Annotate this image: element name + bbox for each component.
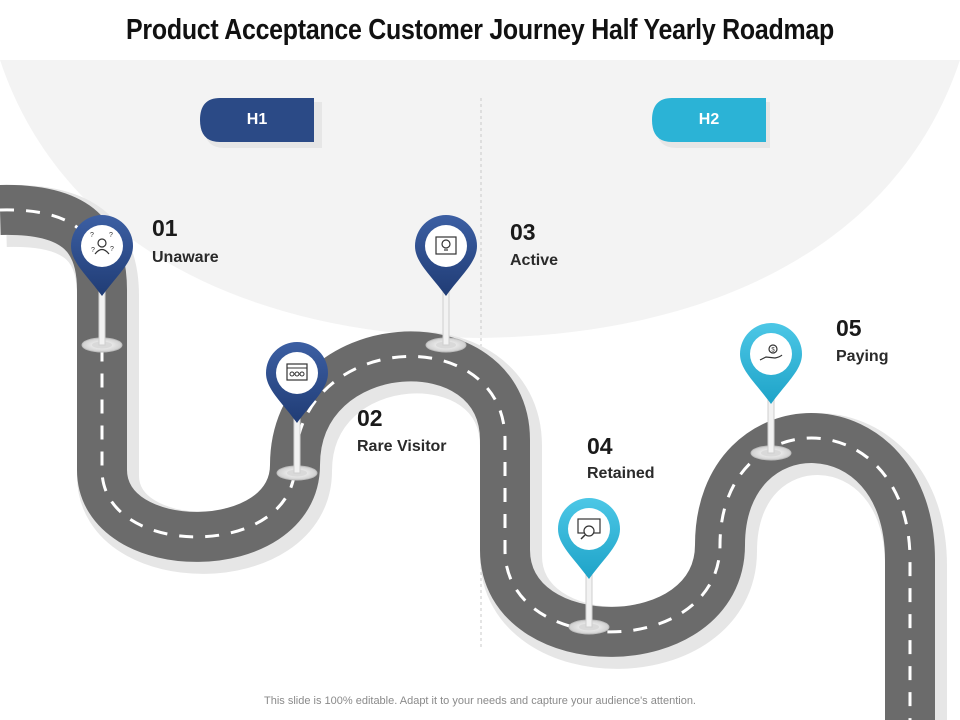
idea-board-icon xyxy=(435,236,457,255)
confused-person-icon: ???? xyxy=(90,232,114,255)
stage-5-number: 05 xyxy=(836,315,862,341)
page-title: Product Acceptance Customer Journey Half… xyxy=(126,14,834,46)
h1-tab-shape xyxy=(200,98,322,148)
svg-text:?: ? xyxy=(91,247,95,254)
stage-3-label: Active xyxy=(510,252,559,269)
website-visitors-icon xyxy=(286,363,308,381)
tab-h1: H1 xyxy=(246,111,268,128)
pin-2 xyxy=(266,342,328,481)
stage-4-number: 04 xyxy=(587,433,613,459)
svg-text:?: ? xyxy=(109,232,113,239)
stage-2-label: Rare Visitor xyxy=(357,438,447,455)
h2-tab-shape xyxy=(652,98,770,148)
pin-5: $ xyxy=(740,323,802,461)
svg-text:$: $ xyxy=(771,348,775,354)
stage-1-label: Unaware xyxy=(152,249,219,266)
svg-text:?: ? xyxy=(110,246,114,253)
footer-note: This slide is 100% editable. Adapt it to… xyxy=(264,695,696,707)
road-center-line xyxy=(0,208,912,720)
stage-3-number: 03 xyxy=(510,219,536,245)
stage-5-label: Paying xyxy=(836,348,889,365)
money-hand-icon: $ xyxy=(759,344,783,361)
pin-1: ???? xyxy=(70,214,133,353)
stage-1-number: 01 xyxy=(152,215,178,241)
svg-text:?: ? xyxy=(90,232,94,239)
tab-h2: H2 xyxy=(698,111,720,128)
stage-2-number: 02 xyxy=(357,405,383,431)
pin-4 xyxy=(558,498,620,635)
background-arc xyxy=(0,60,960,338)
stage-4-label: Retained xyxy=(587,465,655,482)
search-users-icon xyxy=(577,518,601,540)
pin-3 xyxy=(415,215,477,353)
